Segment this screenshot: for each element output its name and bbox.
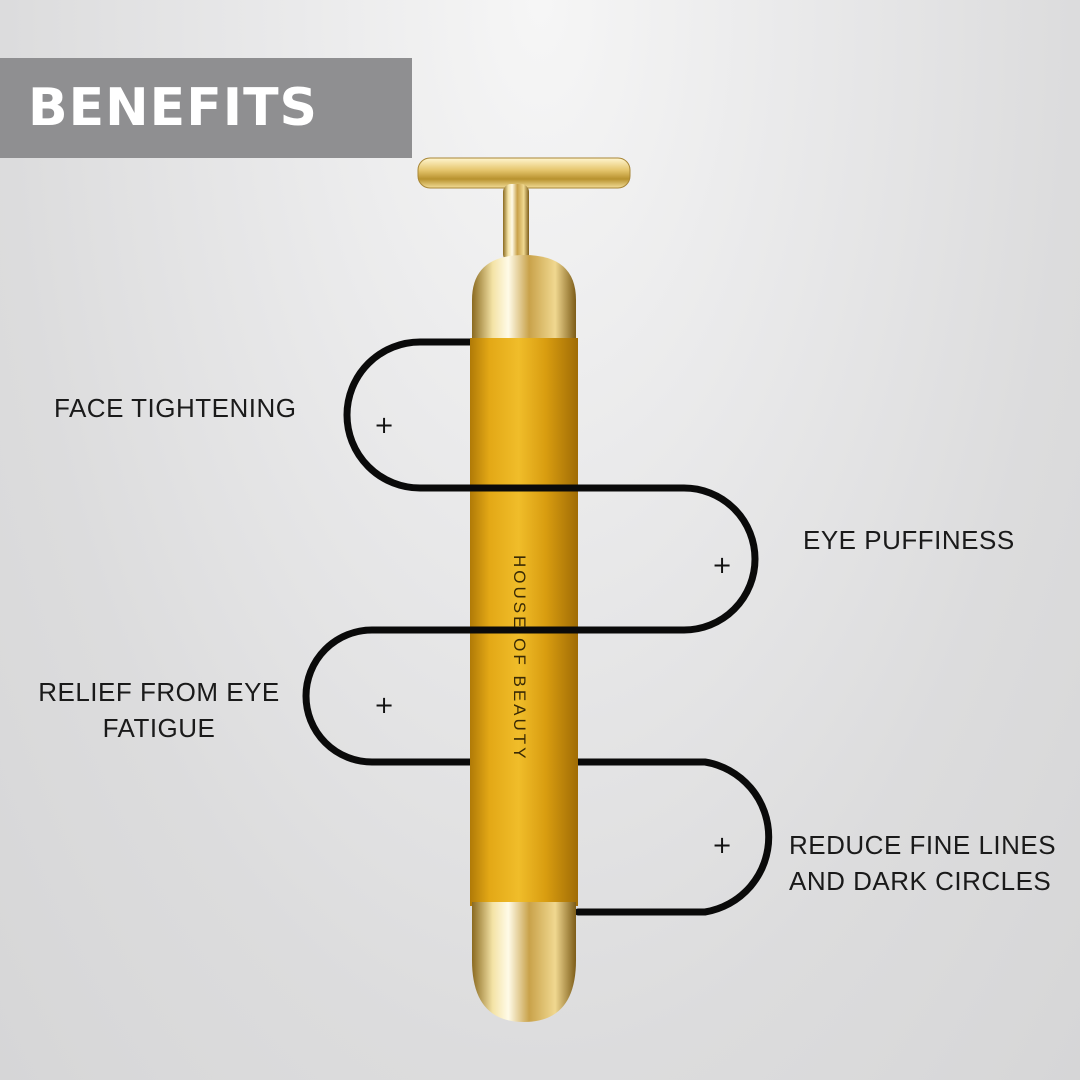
roller-body <box>470 338 578 906</box>
benefit-label-line: FATIGUE <box>102 713 216 743</box>
roller-bottom-cap <box>472 902 576 1022</box>
brand-text: HOUSE OF BEAUTY <box>510 555 529 762</box>
header-banner: BENEFITS <box>0 58 412 158</box>
plus-icon: + <box>374 691 395 719</box>
benefit-label-line: RELIEF FROM EYE <box>38 677 280 707</box>
connector-lines <box>302 338 773 916</box>
benefit-label-fine-lines: REDUCE FINE LINES AND DARK CIRCLES <box>789 827 1056 899</box>
benefit-label-eye-fatigue: RELIEF FROM EYE FATIGUE <box>34 674 284 746</box>
roller-t-head <box>417 157 631 262</box>
benefit-label-line: AND DARK CIRCLES <box>789 866 1052 896</box>
benefit-label-line: REDUCE FINE LINES <box>789 830 1057 860</box>
plus-icon: + <box>712 551 733 579</box>
serpentine-path <box>302 338 773 916</box>
plus-icon: + <box>712 831 733 859</box>
benefit-label-eye-puffiness: EYE PUFFINESS <box>803 525 1015 555</box>
roller-top-cap <box>472 255 576 340</box>
benefit-label-face-tightening: FACE TIGHTENING <box>54 393 297 423</box>
connector-overlay <box>470 484 578 634</box>
page-title: BENEFITS <box>28 78 318 138</box>
plus-icon: + <box>374 411 395 439</box>
